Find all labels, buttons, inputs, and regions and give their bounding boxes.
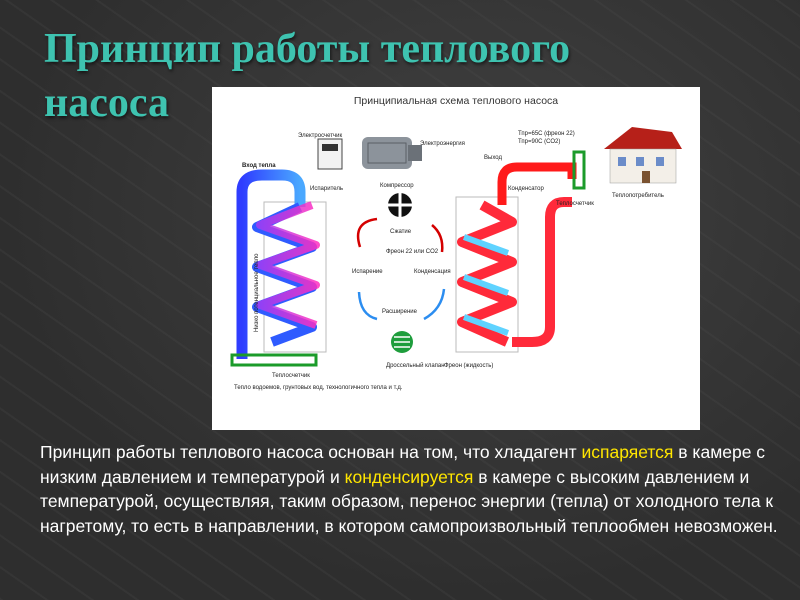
diagram-svg: Принципиальная схема теплового насоса: [230, 95, 682, 391]
heat-pump-diagram: Принципиальная схема теплового насоса: [212, 87, 700, 430]
label-output: Выход: [484, 155, 502, 161]
caption-highlight-evaporates: испаряется: [581, 442, 674, 462]
heat-meter-right: [572, 150, 586, 190]
heat-source-pipe: [236, 169, 306, 359]
label-heat-source: Тепло водоемов, грунтовых вод, технологи…: [234, 385, 403, 391]
label-evaporation: Испарение: [352, 269, 383, 275]
condenser-coil-cool: [462, 234, 510, 336]
caption-part2: в камере с низким давлением и температур…: [40, 442, 766, 487]
diagram-heading: Принципиальная схема теплового насоса: [354, 95, 558, 107]
label-electric-meter: Электросчетчик: [298, 133, 342, 139]
label-electric-energy: Электроэнергия: [420, 141, 465, 147]
caption-part1: Принцип работы теплового насоса основан …: [40, 442, 582, 462]
slide-title: Принцип работы теплового насоса: [44, 22, 644, 130]
label-evaporator: Испаритель: [310, 186, 343, 192]
label-low-potential: Низко потенциальное тепло: [254, 253, 260, 332]
label-heat-meter-left: Теплосчетчик: [272, 373, 310, 379]
label-freon-liquid: Фреон (жидкость): [444, 363, 493, 369]
label-compressor: Компрессор: [380, 183, 414, 189]
condenser-box: [455, 196, 519, 353]
label-refrigerant: Фреон 22 или CO2: [386, 249, 439, 255]
compressor-icon: [388, 193, 412, 217]
electric-meter-icon: [317, 138, 343, 170]
explanation-caption: Принцип работы теплового насоса основан …: [40, 440, 785, 538]
caption-highlight-condenses: конденсируется: [344, 466, 474, 487]
evaporator-coil-warm: [256, 201, 320, 329]
house-icon: [604, 127, 682, 184]
label-throttle-valve: Дроссельный клапан: [386, 362, 445, 369]
label-condensation: Конденсация: [414, 269, 451, 275]
electric-motor-icon: [362, 137, 422, 169]
label-temps-line2: Тпр=90С (СО2): [518, 139, 560, 145]
heat-meter-left: [230, 353, 318, 367]
output-pipe: [497, 162, 577, 205]
label-heat-consumer: Теплопотребитель: [612, 193, 664, 199]
label-condenser: Конденсатор: [508, 186, 545, 192]
expansion-valve-icon: [391, 331, 413, 353]
slide-title-line1: Принцип работы теплового: [44, 26, 571, 72]
label-expansion: Расширение: [382, 309, 418, 315]
circular-arrow-icon: [356, 217, 446, 321]
caption-part3: в камере с высоким давлением и температу…: [40, 466, 778, 536]
slide-title-line2: насоса: [44, 80, 169, 126]
return-pipe: [512, 197, 572, 347]
label-heat-meter-right: Теплосчетчик: [556, 201, 594, 207]
label-temps-line1: Тпр=65С (фреон 22): [518, 131, 575, 137]
label-compression: Сжатие: [390, 229, 412, 235]
label-heat-in: Вход тепла: [242, 163, 276, 169]
